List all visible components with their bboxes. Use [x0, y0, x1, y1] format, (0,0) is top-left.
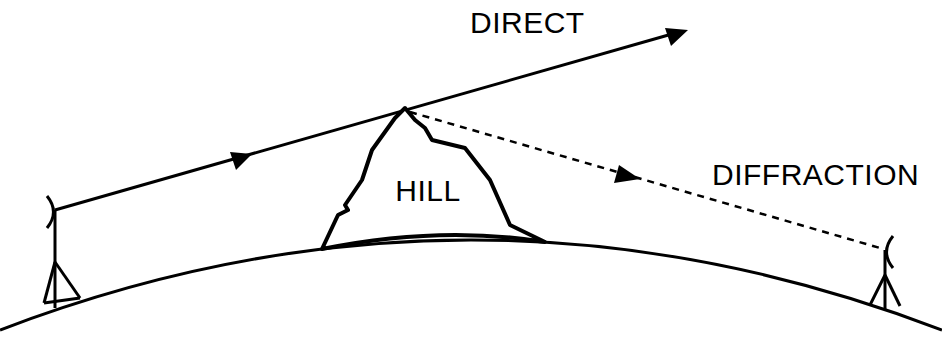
hill-label: HILL — [395, 174, 460, 207]
left-antenna — [44, 196, 80, 308]
hill-shape: HILL — [320, 105, 550, 255]
earth-curve — [0, 240, 942, 330]
hill-outline-path — [322, 108, 545, 249]
ray-label: DIFFRACTION — [712, 158, 919, 191]
ray-label: DIRECT — [470, 6, 585, 39]
